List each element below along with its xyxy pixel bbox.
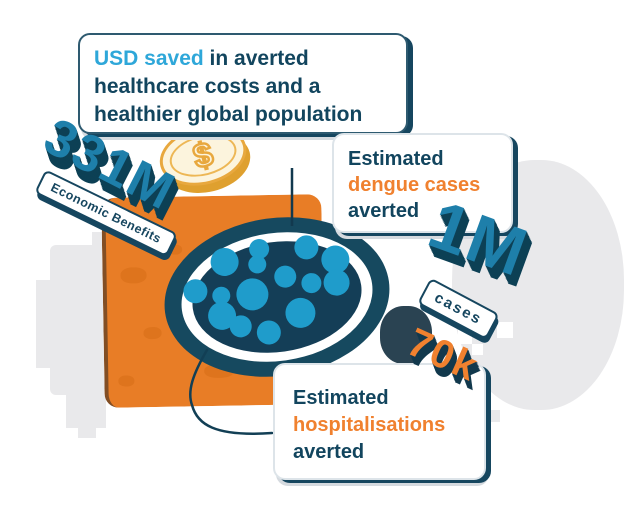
card-dengue-cases: Estimated dengue cases averted: [332, 133, 513, 233]
colony-dot: [294, 235, 319, 260]
white-pixel: [497, 322, 513, 338]
card-economic-benefits: USD saved in averted healthcare costs an…: [78, 33, 408, 134]
colony-dot: [248, 255, 267, 274]
gray-pixel: [488, 410, 500, 422]
colony-dot: [274, 265, 297, 288]
card-dengue-line2: dengue cases: [348, 174, 481, 196]
gray-pixel: [564, 372, 576, 384]
dish-colonies: [183, 235, 350, 345]
card-dengue-line1: Estimated: [348, 148, 444, 170]
gray-blob-left-2: [36, 280, 58, 368]
colony-dot: [321, 245, 350, 274]
gray-pixel: [588, 350, 602, 364]
card-economic-line2: healthcare costs and a: [94, 75, 321, 98]
dish-shadow: [380, 306, 432, 364]
colony-dot: [285, 297, 316, 328]
colony-dot: [210, 247, 239, 276]
card-economic-line1: USD saved in averted: [94, 47, 309, 70]
colony-dot: [229, 315, 252, 338]
colony-dot: [212, 286, 231, 305]
colony-dot: [183, 279, 208, 304]
colony-dot: [236, 278, 269, 311]
card-economic-line3: healthier global population: [94, 103, 363, 126]
card-hospital-line3: averted: [293, 441, 365, 463]
card-hospitalisations: Estimated hospitalisations averted: [273, 363, 486, 480]
colony-dot: [208, 301, 237, 330]
colony-dot: [256, 320, 281, 345]
economic-highlight: USD saved: [94, 47, 204, 70]
colony-dot: [249, 239, 270, 260]
white-pixel: [458, 330, 472, 344]
gray-pixel: [78, 420, 96, 438]
card-hospital-line2: hospitalisations: [293, 414, 446, 436]
white-pixel: [472, 344, 483, 355]
card-hospital-line1: Estimated: [293, 387, 389, 409]
petri-dish-icon: [164, 217, 390, 377]
colony-dot: [323, 269, 350, 296]
colony-dot: [301, 273, 322, 294]
card-dengue-line3: averted: [348, 200, 420, 222]
panel-texture: [120, 267, 147, 284]
panel-texture: [118, 375, 135, 387]
